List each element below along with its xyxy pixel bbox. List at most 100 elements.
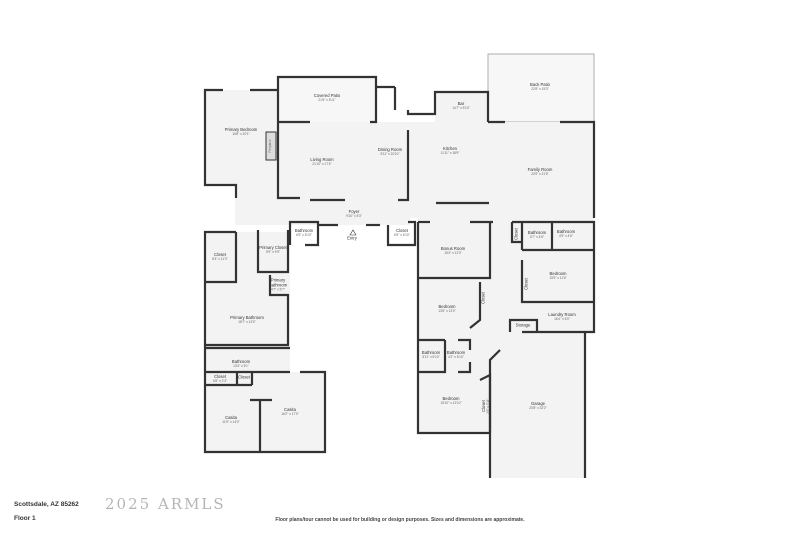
- room-name: Bedroom: [442, 395, 460, 401]
- room-name: Bathroom: [421, 349, 441, 355]
- room-name: Casita: [284, 406, 296, 412]
- room-name: Casita: [225, 414, 237, 420]
- room-name: Garage: [531, 400, 545, 406]
- room-dims: 13'4" x 5'1": [233, 363, 249, 368]
- walls: [203, 75, 596, 478]
- floor-label: Floor 1: [14, 515, 36, 522]
- room-dims: 8'11" x 20'10": [380, 151, 400, 156]
- address: Scottsdale, AZ 85262: [14, 501, 79, 508]
- room-name: Back Patio: [529, 81, 551, 87]
- watermark: 2025 ARMLS: [105, 495, 226, 513]
- room-name: Laundry Room: [548, 311, 576, 317]
- room-closet-bed4: Closet: [523, 278, 530, 290]
- fireplace-shape: [265, 131, 277, 161]
- room-dims: 21'6" x 8'11": [318, 97, 336, 102]
- room-dims: 15'9" x 11'6": [549, 275, 567, 280]
- room-dims: 6'5" x 8'10": [296, 232, 312, 237]
- room-dims: 15'4" x 12'0": [444, 250, 462, 255]
- fireplace-label: Fireplace: [268, 139, 273, 153]
- room-name: Closet: [396, 227, 408, 233]
- room-storage: Storage: [515, 322, 531, 329]
- room-name: Closet: [480, 292, 486, 304]
- room-dims: 20'8" x 32'2": [529, 405, 547, 410]
- room-name: Bathroom: [446, 349, 466, 355]
- room-closet-bed2: Closet: [480, 292, 487, 304]
- room-name: Bathroom: [231, 358, 251, 364]
- room-dims: 15'10" x 12'10": [440, 400, 462, 405]
- room-dims: 16'2" x 17'0": [281, 411, 299, 416]
- room-name: Bar: [457, 100, 465, 106]
- room-name: Primary Bathroom: [230, 314, 264, 320]
- room-name: Bedroom: [438, 303, 456, 309]
- room-dims: 9'10" x 5'3": [346, 213, 362, 218]
- room-name: Closet: [214, 373, 226, 379]
- room-dims: 22'8" x 15'3": [531, 86, 549, 91]
- room-name: Closet: [523, 278, 529, 290]
- room-name: Bathroom: [527, 229, 547, 235]
- room-name: Primary Bathroom: [268, 277, 288, 288]
- room-name: Living Room: [310, 156, 334, 162]
- room-dims: 4'7" x 5'7": [271, 286, 285, 291]
- entry-marker-icon: [349, 229, 357, 236]
- room-name: Family Room: [527, 166, 553, 172]
- room-dims: 5'11" x 6'10": [422, 354, 440, 359]
- room-name: Closet: [513, 228, 519, 240]
- room-name: Foyer: [348, 208, 360, 214]
- room-name: Dining Room: [377, 146, 403, 152]
- room-name: Storage: [515, 322, 531, 328]
- room-floors: [205, 53, 595, 478]
- room-dims: 8'4" x 11'3": [212, 256, 228, 261]
- room-dims: 18'7" x 13'0": [238, 319, 256, 324]
- room-dims: 21'10" x 17'4": [312, 161, 332, 166]
- room-entry: Entry: [347, 235, 357, 242]
- room-name: Entry: [347, 235, 357, 241]
- room-dims: 4'2" x 6'10": [448, 354, 464, 359]
- room-closet-casita-2: Closet: [238, 374, 250, 381]
- room-dims: 6'5" x 6'10": [394, 232, 410, 237]
- room-dims: 4'9" x 4'6": [559, 233, 573, 238]
- room-name: Closet: [238, 374, 250, 380]
- room-dims: 13'6" x 13'0": [438, 308, 456, 313]
- room-name: Bedroom: [549, 270, 567, 276]
- room-dims: 6'8" x 2'3": [213, 378, 227, 383]
- room-dims: 11'11" x 18'9": [440, 150, 460, 155]
- disclaimer: Floor plans/tour cannot be used for buil…: [275, 517, 525, 523]
- room-dims: 11'9" x 14'0": [222, 419, 240, 424]
- room-name: Bathroom: [294, 227, 314, 233]
- room-name: Covered Patio: [313, 92, 341, 98]
- room-dims: 14'7" x 5'10": [452, 105, 470, 110]
- room-name: Fireplace: [268, 139, 273, 153]
- room-name: Bonus Room: [440, 245, 466, 251]
- room-dims: 5'9" x 9'9": [266, 249, 280, 254]
- room-name: Bathroom: [556, 228, 576, 234]
